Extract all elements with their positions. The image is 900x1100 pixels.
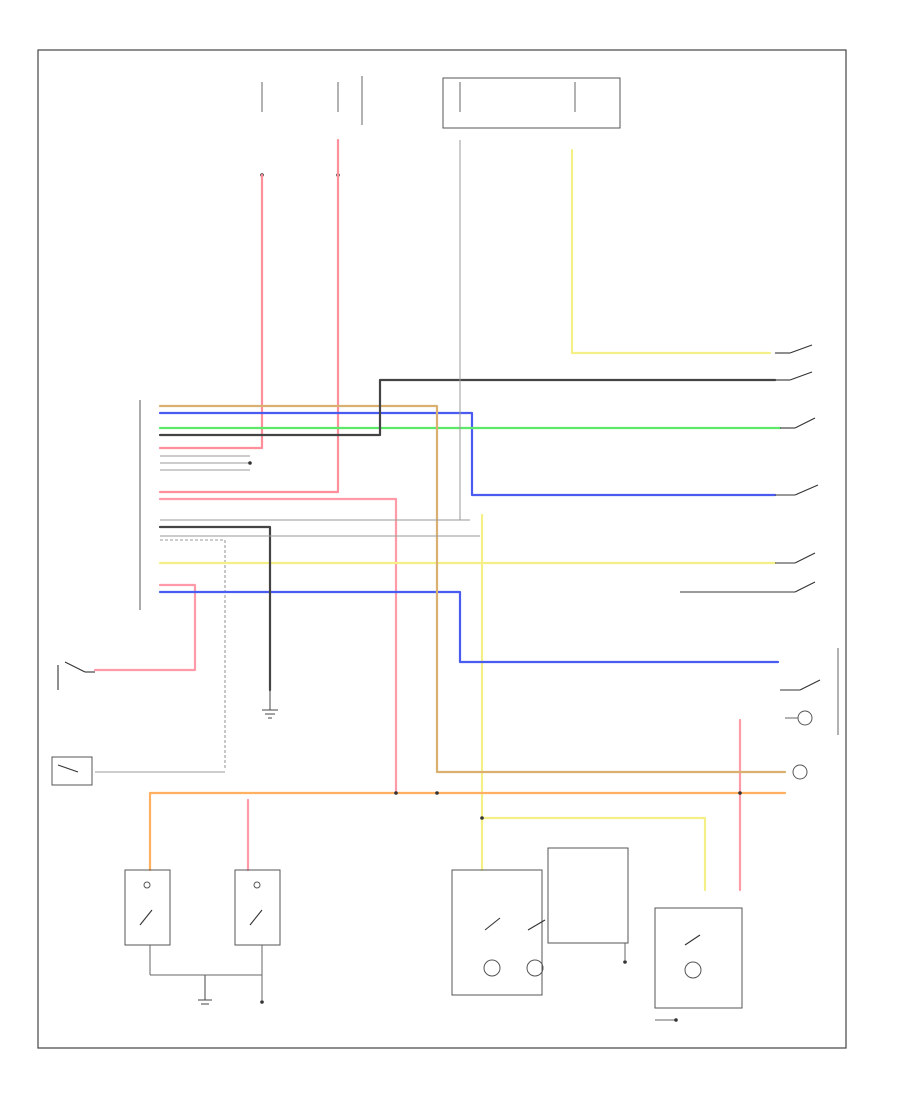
right-switch-group [680,344,839,735]
wire-blue-1 [158,411,777,497]
lamp-right-1-icon [797,710,813,726]
diagram-frame [37,49,847,1049]
lamp-assembly-box [451,869,543,996]
wire-yellow-1 [570,148,772,355]
wire-pink-1 [93,583,197,672]
key-lamp-box [654,907,743,1009]
wire-tan-1 [158,404,787,774]
wire-red-1 [158,173,264,450]
left-switch-group [51,661,95,786]
key-lamp-assembly [654,907,743,1022]
wire-dark-2 [158,525,272,692]
lamp-right-2-icon [792,764,808,780]
timer-module-box [547,847,629,944]
wire-red-2 [158,138,340,494]
door-switches [124,869,281,1004]
right-lamps [785,710,813,780]
left-switch-box [51,756,93,786]
wire-blue-2 [158,590,780,664]
interior-lamp-assembly [451,847,629,996]
door-switch-left [124,869,171,946]
wire-dark-1 [158,378,777,437]
lamp-bulb-1-icon [483,959,501,977]
wire-pink-2 [158,497,398,795]
fuse-relay-box [442,77,621,129]
junction-dots [248,461,742,820]
key-lamp-bulb-icon [684,961,702,979]
wire-yellow-4 [480,816,707,892]
ground-symbols [198,690,278,1005]
lamp-bulb-2-icon [526,959,544,977]
top-fuse-block [260,76,621,177]
control-unit-connector [139,400,226,770]
door-switch-right [234,869,281,946]
wire-orange-1 [148,791,787,872]
